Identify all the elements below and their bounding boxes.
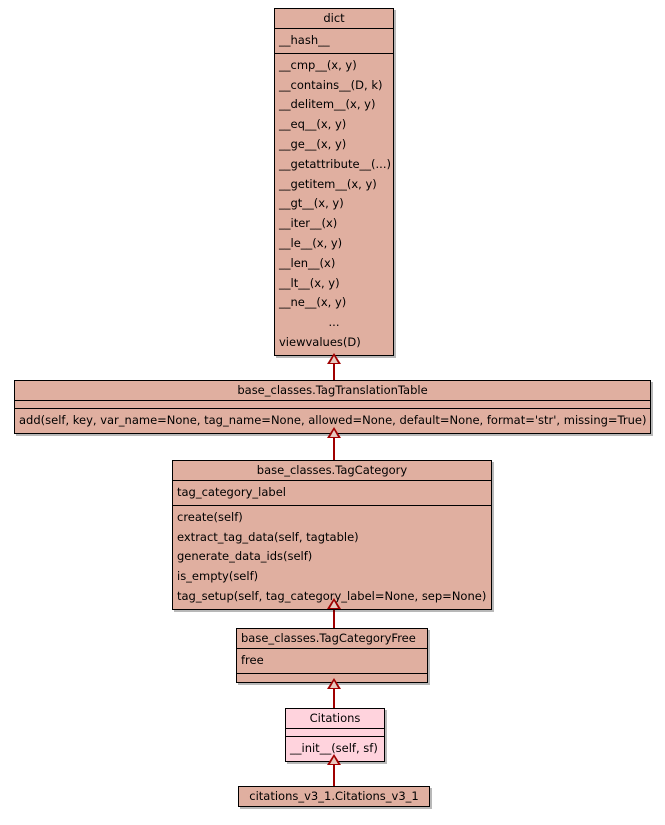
attribute-row: free — [241, 653, 264, 667]
operation-row: extract_tag_data(self, tagtable) — [177, 529, 359, 544]
class-box-dict[interactable]: dict __hash__ __cmp__(x, y) __contains__… — [274, 8, 394, 356]
class-title-citations: Citations — [286, 709, 384, 729]
operation-row: viewvalues(D) — [279, 334, 361, 349]
class-title-tagtranslationtable: base_classes.TagTranslationTable — [15, 381, 650, 401]
edge-tagtranslationtable-to-dict — [333, 355, 335, 380]
class-operations-tagcategory: create(self) extract_tag_data(self, tagt… — [173, 506, 491, 609]
operation-row: create(self) — [177, 509, 243, 524]
operation-row: __ne__(x, y) — [279, 295, 347, 310]
operation-row: __getattribute__(...) — [279, 156, 391, 171]
operation-row-ellipsis: ... — [328, 315, 340, 330]
class-title-dict: dict — [275, 9, 393, 29]
operation-row: __len__(x) — [279, 255, 336, 270]
operation-row: is_empty(self) — [177, 569, 259, 584]
class-attributes-citations — [286, 729, 384, 737]
class-operations-tagtranslationtable: add(self, key, var_name=None, tag_name=N… — [15, 409, 650, 433]
edge-citations-to-tagcategoryfree — [333, 680, 335, 708]
attribute-row: tag_category_label — [177, 485, 286, 499]
operation-row: __getitem__(x, y) — [279, 176, 377, 191]
class-operations-citations: __init__(self, sf) — [286, 737, 384, 761]
operation-row: __le__(x, y) — [279, 235, 343, 250]
class-title-tagcategory: base_classes.TagCategory — [173, 461, 491, 481]
class-box-tagcategoryfree[interactable]: base_classes.TagCategoryFree free — [236, 628, 428, 683]
class-attributes-tagcategory: tag_category_label — [173, 481, 491, 506]
operation-row: add(self, key, var_name=None, tag_name=N… — [19, 413, 647, 427]
class-attributes-dict: __hash__ — [275, 29, 393, 54]
edge-citations_v3_1-to-citations — [333, 756, 335, 786]
edge-tagcategory-to-tagtranslationtable — [333, 429, 335, 460]
operation-row: __init__(self, sf) — [290, 741, 378, 755]
operation-row: __ge__(x, y) — [279, 136, 347, 151]
operation-row: __cmp__(x, y) — [279, 57, 357, 72]
class-box-tagcategory[interactable]: base_classes.TagCategory tag_category_la… — [172, 460, 492, 610]
class-title-citations_v3_1: citations_v3_1.Citations_v3_1 — [249, 789, 419, 803]
operation-row: __delitem__(x, y) — [279, 97, 376, 112]
class-attributes-tagtranslationtable — [15, 401, 650, 409]
class-box-citations[interactable]: Citations __init__(self, sf) — [285, 708, 385, 762]
class-operations-dict: __cmp__(x, y) __contains__(D, k) __delit… — [275, 54, 393, 355]
operation-row: __gt__(x, y) — [279, 196, 344, 211]
edge-tagcategoryfree-to-tagcategory — [333, 600, 335, 628]
class-title-tagcategoryfree: base_classes.TagCategoryFree — [237, 629, 427, 649]
operation-row: __iter__(x) — [279, 216, 338, 231]
class-box-citations_v3_1[interactable]: citations_v3_1.Citations_v3_1 — [238, 786, 430, 807]
attribute-row: __hash__ — [279, 33, 330, 47]
class-box-tagtranslationtable[interactable]: base_classes.TagTranslationTable add(sel… — [14, 380, 651, 434]
class-attributes-tagcategoryfree: free — [237, 649, 427, 674]
operation-row: __lt__(x, y) — [279, 275, 340, 290]
operation-row: __eq__(x, y) — [279, 117, 347, 132]
operation-row: generate_data_ids(self) — [177, 549, 313, 564]
operation-row: tag_setup(self, tag_category_label=None,… — [177, 588, 487, 603]
operation-row: __contains__(D, k) — [279, 77, 383, 92]
